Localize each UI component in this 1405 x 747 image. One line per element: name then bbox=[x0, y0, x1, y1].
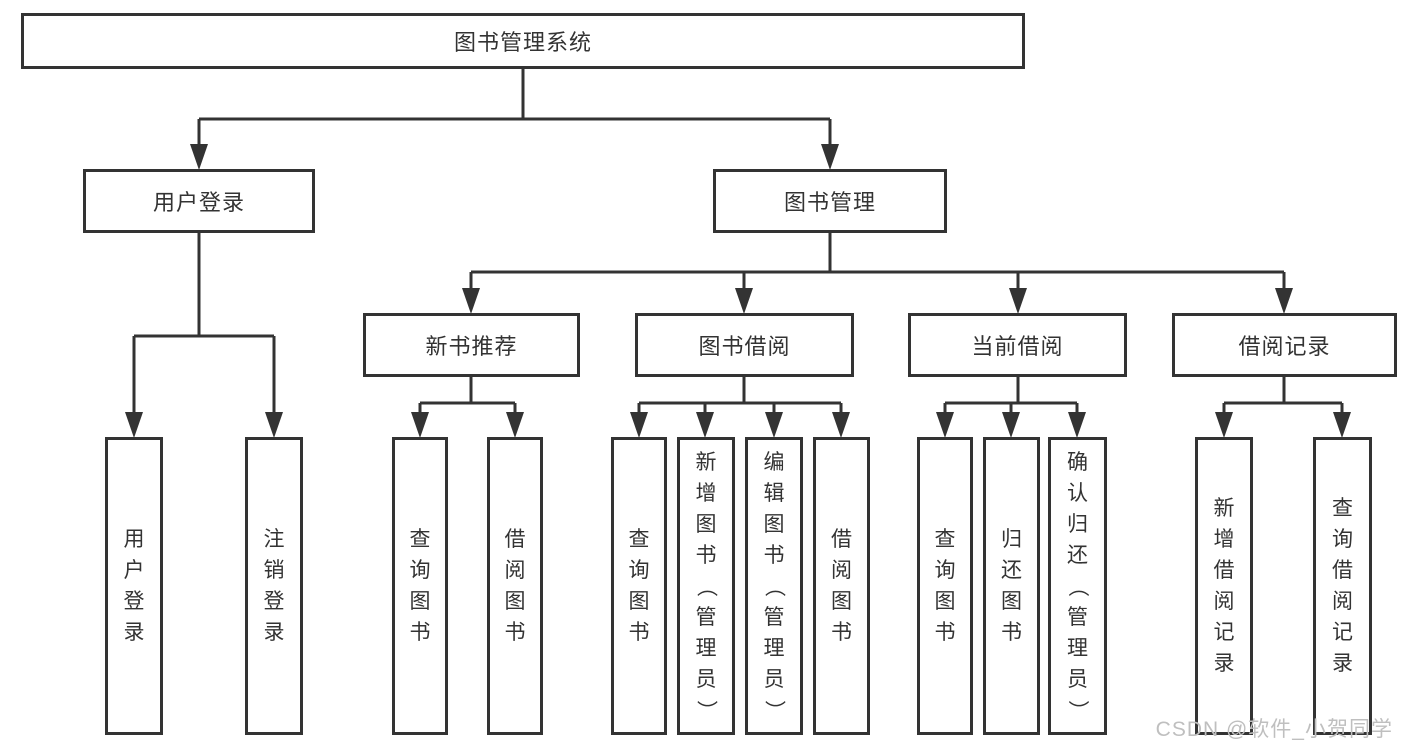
arrow-down bbox=[1333, 412, 1351, 438]
arrow-down bbox=[1215, 412, 1233, 438]
arrow-down bbox=[821, 144, 839, 170]
arrow-down bbox=[265, 412, 283, 438]
node-user-login: 用户登录 bbox=[83, 169, 315, 233]
leaf-current-query-books: 查询图书 bbox=[917, 437, 973, 735]
arrow-down bbox=[832, 412, 850, 438]
leaf-records-add-record: 新增借阅记录 bbox=[1195, 437, 1253, 735]
leaf-current-return-books: 归还图书 bbox=[983, 437, 1040, 735]
arrow-down bbox=[1068, 412, 1086, 438]
node-borrowing-records: 借阅记录 bbox=[1172, 313, 1397, 377]
arrow-down bbox=[1002, 412, 1020, 438]
leaf-borrowing-query-books: 查询图书 bbox=[611, 437, 667, 735]
arrow-down bbox=[506, 412, 524, 438]
arrowheads bbox=[125, 144, 1351, 438]
arrow-down bbox=[462, 288, 480, 314]
leaf-borrowing-edit-books-admin: 编辑图书（管理员） bbox=[745, 437, 803, 735]
leaf-borrowing-borrow-books: 借阅图书 bbox=[813, 437, 870, 735]
arrow-down bbox=[936, 412, 954, 438]
arrow-down bbox=[125, 412, 143, 438]
arrow-down bbox=[1275, 288, 1293, 314]
leaf-user-login: 用户登录 bbox=[105, 437, 163, 735]
arrow-down bbox=[696, 412, 714, 438]
connector-lines bbox=[132, 66, 1344, 414]
node-book-borrowing: 图书借阅 bbox=[635, 313, 854, 377]
leaf-recommend-borrow-books: 借阅图书 bbox=[487, 437, 543, 735]
leaf-borrowing-add-books-admin: 新增图书（管理员） bbox=[677, 437, 735, 735]
leaf-records-query-record: 查询借阅记录 bbox=[1313, 437, 1372, 735]
arrow-down bbox=[190, 144, 208, 170]
node-new-book-recommend: 新书推荐 bbox=[363, 313, 580, 377]
arrow-down bbox=[630, 412, 648, 438]
node-current-borrowing: 当前借阅 bbox=[908, 313, 1127, 377]
arrow-down bbox=[411, 412, 429, 438]
arrow-down bbox=[765, 412, 783, 438]
leaf-current-confirm-return-admin: 确认归还（管理员） bbox=[1048, 437, 1107, 735]
node-root-library-system: 图书管理系统 bbox=[21, 13, 1025, 69]
leaf-recommend-query-books: 查询图书 bbox=[392, 437, 448, 735]
leaf-logout: 注销登录 bbox=[245, 437, 303, 735]
arrow-down bbox=[1009, 288, 1027, 314]
arrow-down bbox=[735, 288, 753, 314]
node-book-management: 图书管理 bbox=[713, 169, 947, 233]
